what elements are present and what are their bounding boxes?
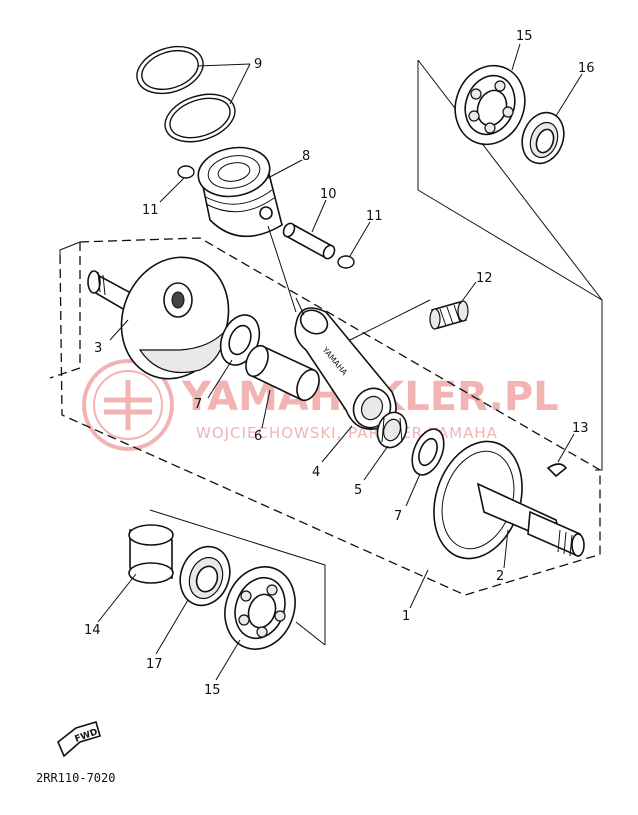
callout-17: 17 (146, 657, 163, 672)
callout-labels: 9 8 11 10 11 12 15 16 3 7 6 4 5 7 13 2 1… (84, 29, 595, 698)
callout-9: 9 (254, 57, 262, 72)
main-bearing-lower (224, 566, 296, 650)
piston-pin-circlip-left (177, 165, 195, 179)
tuning-fork-logo-icon (82, 359, 174, 451)
piston-ring-set (136, 45, 236, 143)
piston-pin (282, 222, 336, 260)
thrust-washer-right (411, 428, 445, 476)
crankshaft-collar (128, 524, 174, 584)
piston-pin-circlip-right (337, 255, 355, 269)
crank-half-right (433, 440, 585, 560)
woodruff-key (546, 463, 568, 478)
callout-11-right: 11 (366, 209, 383, 224)
callout-7-right: 7 (394, 509, 402, 524)
callout-15-lower: 15 (204, 683, 221, 698)
callout-10: 10 (320, 187, 337, 202)
callout-2: 2 (496, 569, 504, 584)
connecting-rod: YAMAHA (294, 307, 397, 430)
callout-15-upper: 15 (516, 29, 533, 44)
callout-5: 5 (354, 483, 362, 498)
diagram-code: 2RR110-7020 (36, 771, 115, 785)
bearing-group-box-upper-bottom (417, 189, 603, 301)
callout-4: 4 (312, 465, 320, 480)
watermark-subtitle: WOJCIECHOWSKI, PARTNER YAMAHA (196, 424, 498, 442)
callout-3: 3 (94, 341, 102, 356)
forward-arrow-icon: FWD (57, 721, 101, 758)
callout-1: 1 (402, 609, 410, 624)
oil-seal-upper (521, 111, 565, 165)
bearing-group-box-lower (149, 509, 326, 645)
callout-8: 8 (302, 149, 310, 164)
oil-seal-lower (179, 545, 231, 607)
small-end-needle-bearing (429, 300, 469, 330)
callout-7-left: 7 (194, 397, 202, 412)
callout-14: 14 (84, 623, 101, 638)
bearing-group-box-upper (417, 59, 603, 471)
bearing-group-box-lower-edge (295, 621, 326, 646)
callout-12: 12 (476, 271, 493, 286)
piston (197, 146, 283, 238)
callout-13: 13 (572, 421, 589, 436)
crank-half-left (87, 256, 230, 380)
callout-6: 6 (254, 429, 262, 444)
leader-lines (97, 43, 583, 681)
crank-pin (245, 344, 320, 402)
crankshaft-assembly-box (49, 237, 601, 596)
callout-11-left: 11 (142, 203, 159, 218)
main-bearing-upper (454, 64, 526, 146)
callout-16: 16 (578, 61, 595, 76)
big-end-needle-bearing (376, 411, 408, 449)
